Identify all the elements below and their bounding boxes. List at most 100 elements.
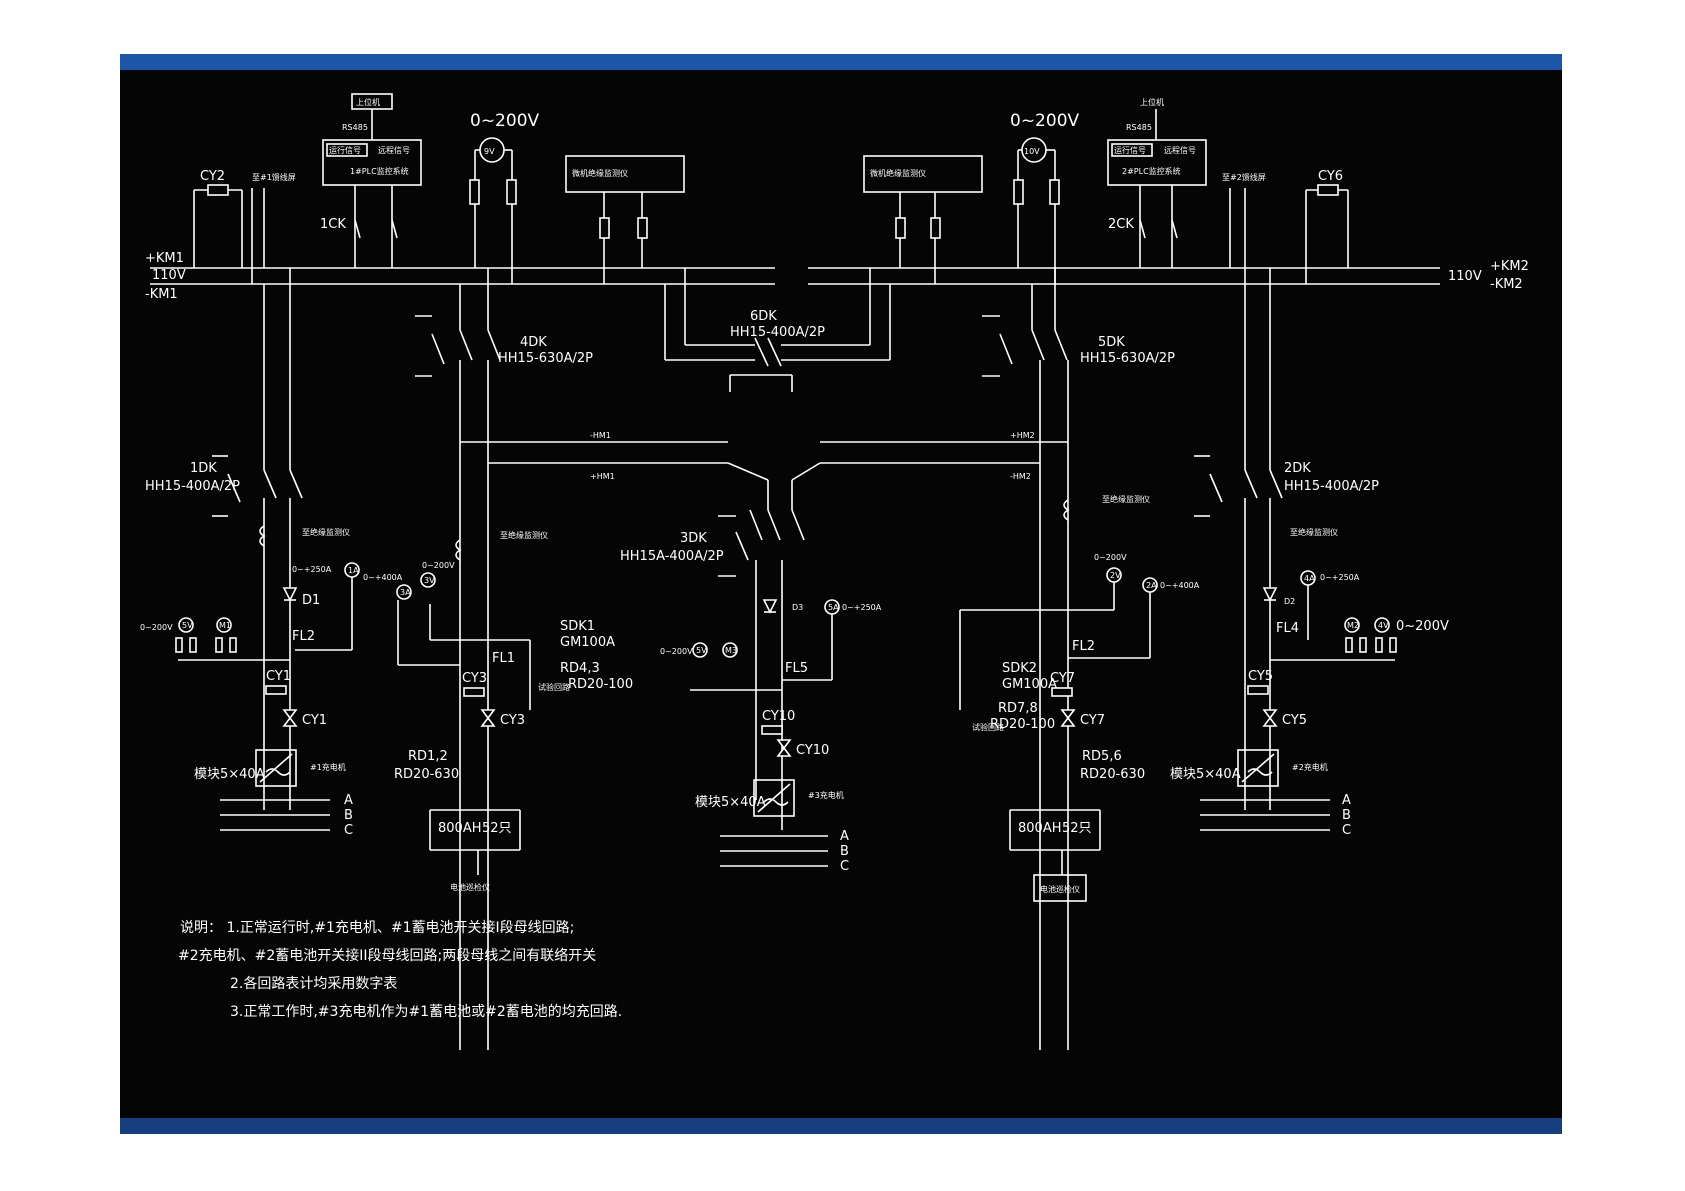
cy7b-label: CY7 xyxy=(1080,713,1105,728)
meter-3v: 3V xyxy=(424,576,435,585)
ammeter-range-5: 0~+250A xyxy=(842,603,882,612)
bottom-blue-bar xyxy=(120,1118,1562,1134)
hm1-neg-label: -HM1 xyxy=(590,431,611,440)
rd56-label: RD5,6 xyxy=(1082,749,1122,764)
d3-label: D3 xyxy=(792,603,803,612)
rd20-630-left: RD20-630 xyxy=(394,767,459,782)
ammeter-5a: 5A xyxy=(828,603,839,612)
ammeter-1a: 1A xyxy=(348,566,359,575)
rd43-label: RD4,3 xyxy=(560,661,600,676)
voltage-range-left: 0~200V xyxy=(470,111,540,131)
d1-label: D1 xyxy=(302,593,320,608)
busbars xyxy=(150,267,1440,464)
rd20-630-right: RD20-630 xyxy=(1080,767,1145,782)
ammeter-range-2: 0~+400A xyxy=(1160,581,1200,590)
meter-v3: 5V xyxy=(696,646,707,655)
upper-computer-left: 上位机 xyxy=(356,97,380,107)
rd78-label: RD7,8 xyxy=(998,701,1038,716)
cy3-label: CY3 xyxy=(462,671,487,686)
charger3-label: #3充电机 xyxy=(808,790,844,800)
voltage-range-c1: 0~200V xyxy=(140,623,173,632)
to-feeder1-label: 至#1馈线屏 xyxy=(252,172,296,182)
gm2-label: GM100A xyxy=(1002,677,1057,692)
rd20-100-left: RD20-100 xyxy=(568,677,633,692)
battery-left-capacity: 800AH xyxy=(438,821,481,836)
note-line-3: 2.各回路表计均采用数字表 xyxy=(230,976,397,992)
tie-switch-6dk: 6DK HH15-400A/2P xyxy=(664,268,891,392)
battery-right-cells: 52只 xyxy=(1062,821,1092,836)
battery-left-cells: 52只 xyxy=(482,821,512,836)
dk4-label: 4DK xyxy=(520,335,547,350)
hm2-neg-label: -HM2 xyxy=(1010,472,1031,481)
plc1-label: 1#PLC监控系统 xyxy=(350,166,409,176)
km1-neg-label: -KM1 xyxy=(145,287,178,302)
ck2-label: 2CK xyxy=(1108,217,1134,232)
meter-10v: 10V xyxy=(1024,147,1040,156)
phase-a-1: A xyxy=(344,793,353,808)
module-left-label: 模块5×40A xyxy=(194,767,265,782)
voltage-range-right: 0~200V xyxy=(1010,111,1080,131)
insulation-monitor-right: 微机绝缘监测仪 xyxy=(870,168,926,178)
notes: 说明： 1.正常运行时,#1充电机、#1蓄电池开关接I段母线回路; #2充电机、… xyxy=(178,919,622,1020)
ammeter-range-3: 0~+400A xyxy=(363,573,403,582)
to-insulation-monitor-4: 至绝缘监测仪 xyxy=(500,530,548,540)
plc2-signal-b: 远程信号 xyxy=(1164,145,1196,155)
cy1b-label: CY1 xyxy=(302,713,327,728)
dk6-model: HH15-400A/2P xyxy=(730,325,825,340)
cy5-label: CY5 xyxy=(1248,669,1273,684)
meter-4v: 4V xyxy=(1378,621,1389,630)
phase-c-3: C xyxy=(840,859,849,874)
voltage-range-b1: 0~200V xyxy=(422,561,455,570)
meter-5v: 5V xyxy=(182,621,193,630)
charger2-label: #2充电机 xyxy=(1292,762,1328,772)
module-right-label: 模块5×40A xyxy=(1170,767,1241,782)
cy6-label: CY6 xyxy=(1318,169,1343,184)
ck1-label: 1CK xyxy=(320,217,346,232)
plc2-signal-a: 运行信号 xyxy=(1114,145,1146,155)
to-insulation-monitor-1: 至绝缘监测仪 xyxy=(302,527,350,537)
phase-c-2: C xyxy=(1342,823,1351,838)
rd20-100-right: RD20-100 xyxy=(990,717,1055,732)
battery1-branch: 至绝缘监测仪 0~+400A 3A 0~200V 3V FL1 SDK1 GM1… xyxy=(363,530,633,892)
rd12-label: RD1,2 xyxy=(408,749,448,764)
dk3-label: 3DK xyxy=(680,531,707,546)
fl2-left-label: FL2 xyxy=(292,629,315,644)
battery-switch-5dk: 5DK HH15-630A/2P xyxy=(982,268,1175,1050)
sdk1-label: SDK1 xyxy=(560,619,595,634)
ammeter-range-1: 0~+250A xyxy=(292,565,332,574)
cy5b-label: CY5 xyxy=(1282,713,1307,728)
battery-monitor-right: 电池巡检仪 xyxy=(1040,884,1080,894)
fl2-right-label: FL2 xyxy=(1072,639,1095,654)
phase-a-2: A xyxy=(1342,793,1351,808)
charger3-branch: 3DK HH15A-400A/2P D3 5A 0~+250A FL5 0~20… xyxy=(620,462,882,874)
cy2-label: CY2 xyxy=(200,169,225,184)
dk1-model: HH15-400A/2P xyxy=(145,479,240,494)
dk3-model: HH15A-400A/2P xyxy=(620,549,724,564)
charger2-branch: 2DK HH15-400A/2P 至绝缘监测仪 D2 4A 0~+250A FL… xyxy=(1170,268,1449,838)
right-top-section: 上位机 RS485 运行信号 远程信号 2#PLC监控系统 2CK 0~200V… xyxy=(863,97,1349,284)
phase-c-1: C xyxy=(344,823,353,838)
meter-m1: M1 xyxy=(219,621,231,630)
upper-computer-right: 上位机 xyxy=(1140,97,1164,107)
meter-m2: M2 xyxy=(1347,621,1359,630)
cy10-label: CY10 xyxy=(762,709,795,724)
dk1-label: 1DK xyxy=(190,461,217,476)
ammeter-range-4: 0~+250A xyxy=(1320,573,1360,582)
dk2-model: HH15-400A/2P xyxy=(1284,479,1379,494)
phase-a-3: A xyxy=(840,829,849,844)
diagram-frame: +KM1 110V -KM1 +KM2 110V -KM2 -HM1 +HM1 … xyxy=(120,54,1562,1134)
voltage-range-b2: 0~200V xyxy=(1094,553,1127,562)
phase-b-2: B xyxy=(1342,808,1351,823)
left-top-section: 上位机 RS485 运行信号 远程信号 1#PLC监控系统 1CK 0~200V… xyxy=(193,93,685,284)
cy1-label: CY1 xyxy=(266,669,291,684)
cy10b-label: CY10 xyxy=(796,743,829,758)
hm1-pos-label: +HM1 xyxy=(590,472,615,481)
test-circuit-left: 试验回路 xyxy=(538,682,570,692)
fl4-label: FL4 xyxy=(1276,621,1299,636)
meter-m3: M3 xyxy=(725,646,737,655)
cy7-label: CY7 xyxy=(1050,671,1075,686)
plc1-signal-a: 运行信号 xyxy=(329,145,361,155)
note-line-2: #2充电机、#2蓄电池开关接II段母线回路;两段母线之间有联络开关 xyxy=(178,947,596,964)
to-insulation-monitor-2: 至绝缘监测仪 xyxy=(1290,527,1338,537)
charger1-label: #1充电机 xyxy=(310,762,346,772)
